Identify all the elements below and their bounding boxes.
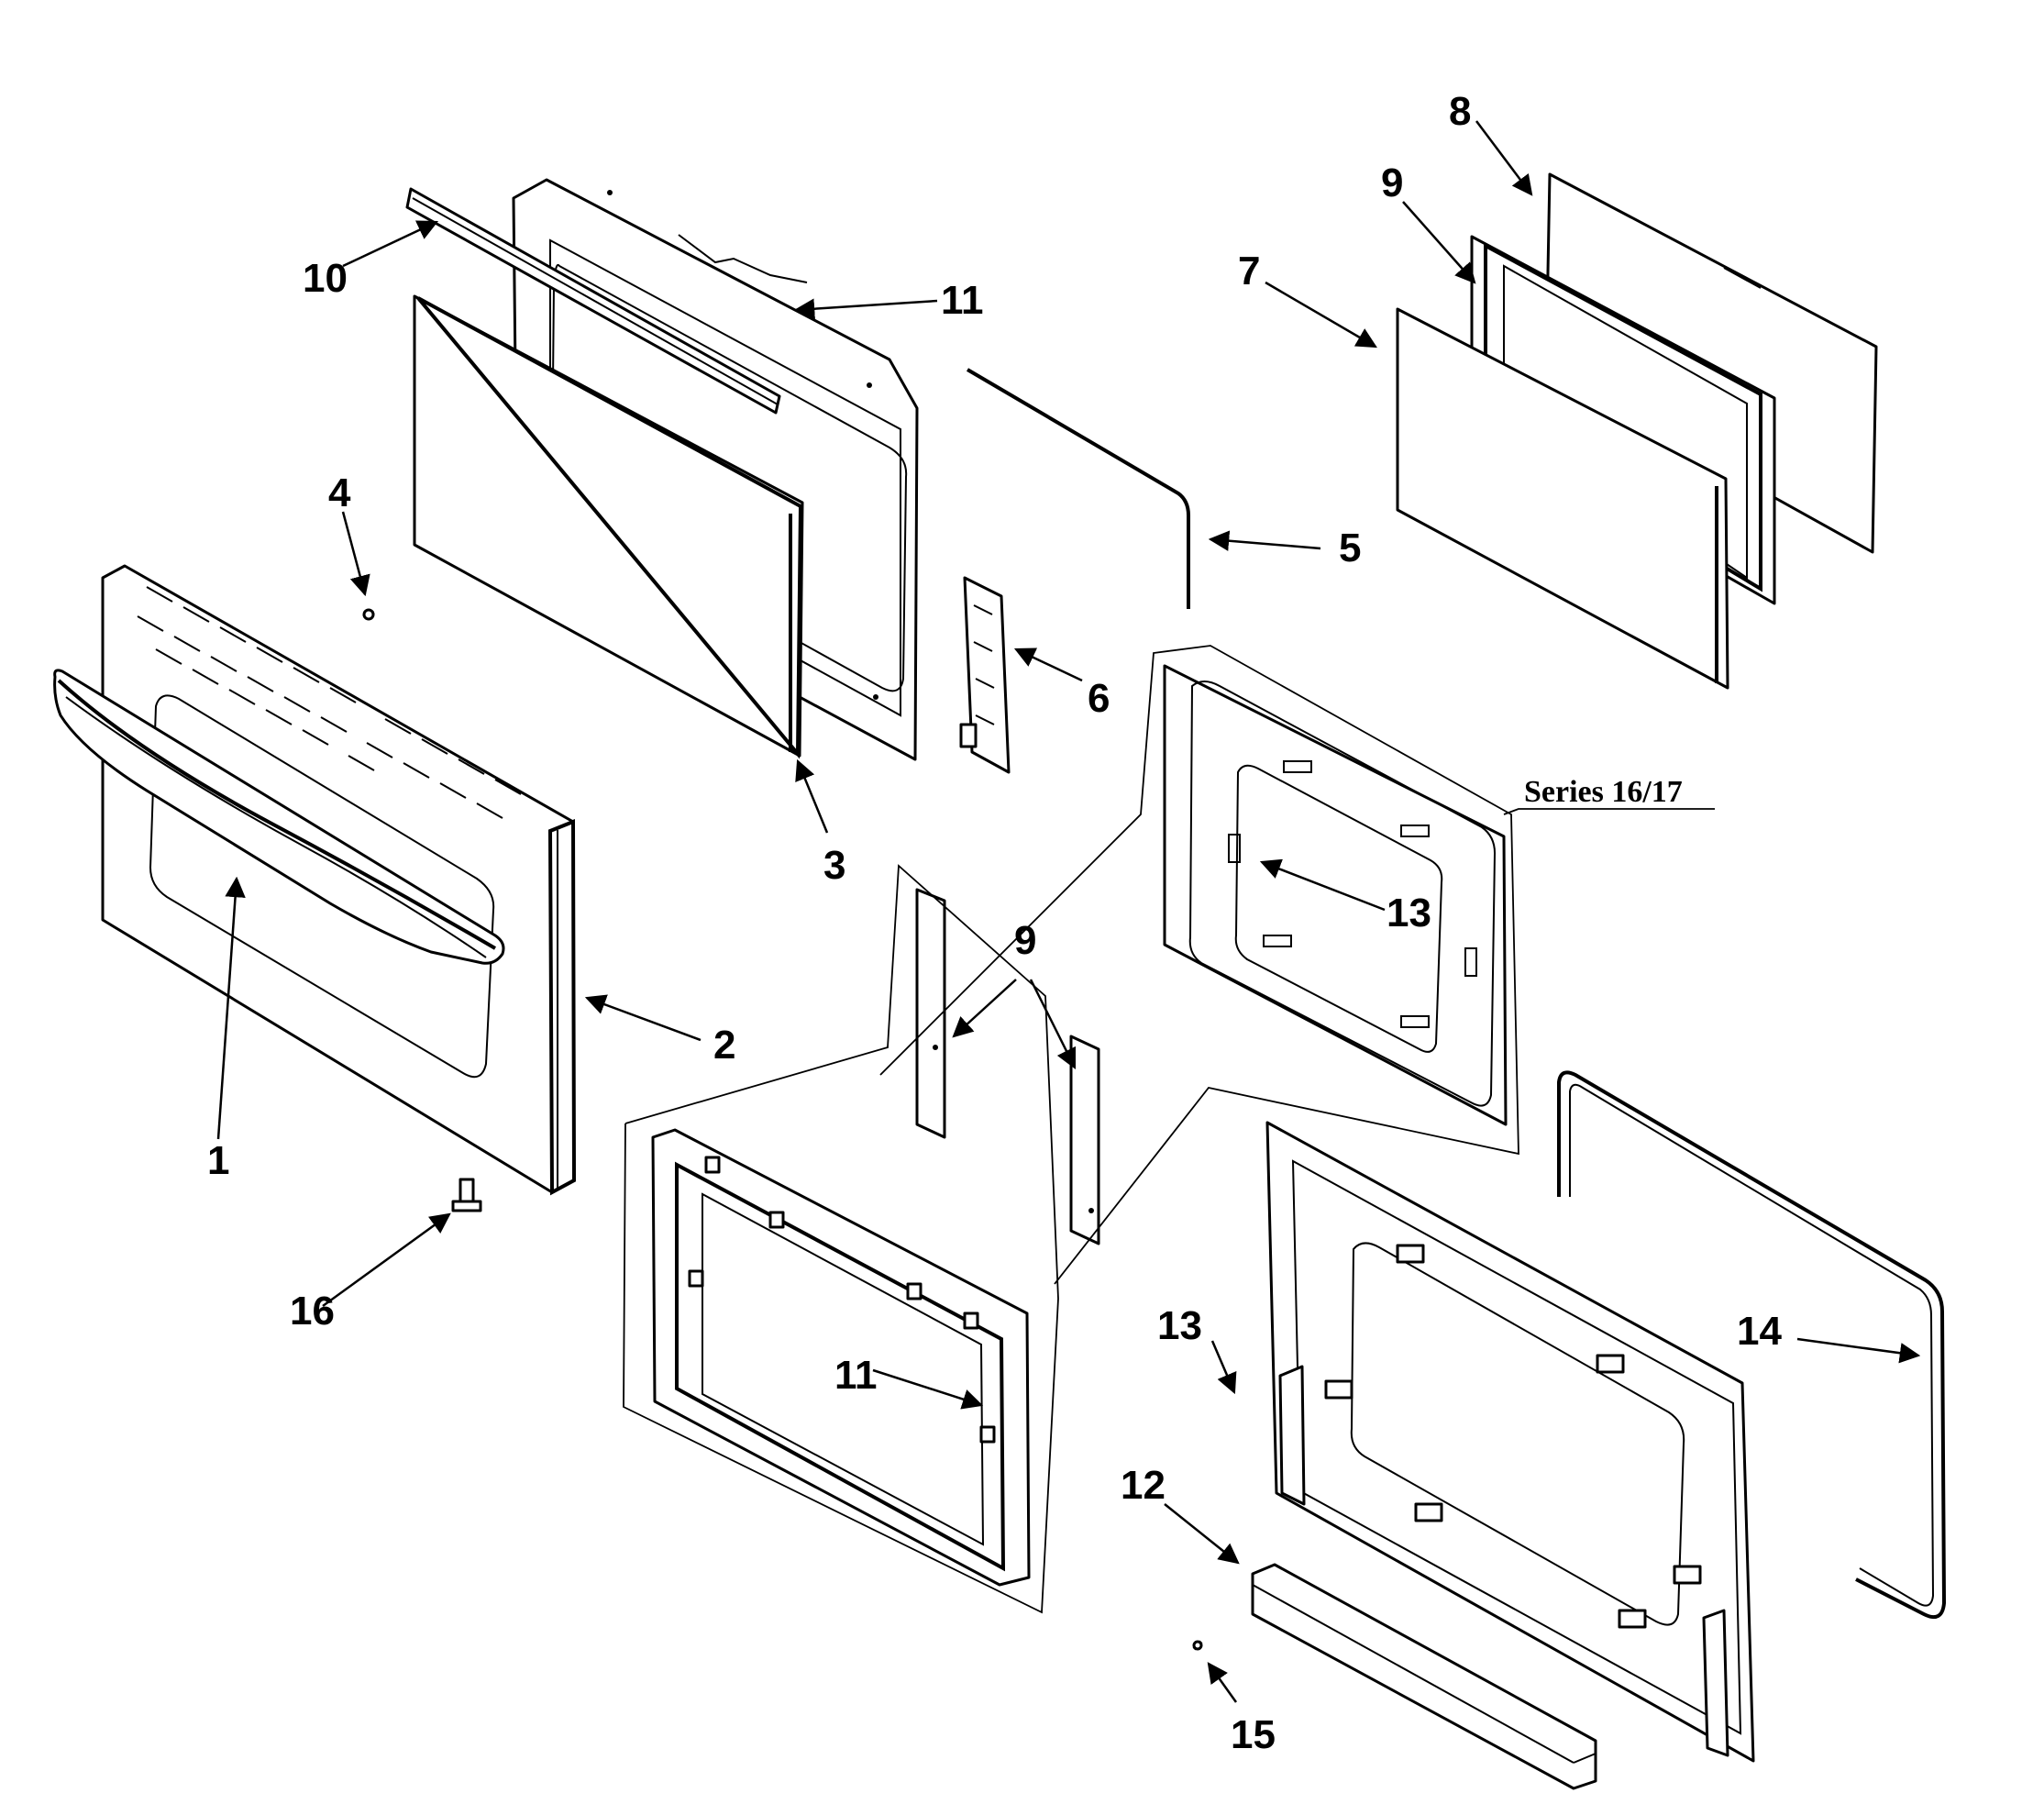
callout-2: 2 [713,1023,735,1068]
callout-9-strips: 9 [1014,918,1036,963]
part-screw-large [451,1178,482,1212]
part-inner-panel-lower [651,1128,1031,1587]
callout-5: 5 [1339,526,1361,570]
vent-slots [137,586,522,819]
part-liner-series-16-17 [1163,664,1508,1126]
group-outline-lower-panel [623,864,1059,1614]
part-side-trim-left [915,888,946,1139]
callout-11-lower: 11 [834,1353,878,1398]
part-wire-gasket [966,368,1190,609]
part-glass-inner [1396,307,1729,690]
part-door-liner [1265,1121,1755,1763]
part-side-trim-right [1069,1035,1100,1245]
part-screw-small [362,608,375,621]
group-series-underline [1503,808,1715,815]
callout-6: 6 [1088,676,1110,721]
callout-8: 8 [1449,89,1471,134]
leader-lines [216,120,1921,1703]
callout-12: 12 [1121,1463,1166,1508]
part-bottom-trim [1251,1563,1597,1790]
series-note: Series 16/17 [1524,775,1683,809]
part-door-gasket [1557,1070,1947,1619]
callout-11-upper: 11 [941,278,984,323]
group-outline-series [879,645,1519,1285]
callout-14: 14 [1737,1309,1782,1354]
part-glass-panel [413,294,804,759]
callout-4: 4 [328,470,351,515]
callout-7: 7 [1238,249,1260,293]
part-door-handle [53,669,505,965]
callout-16: 16 [290,1289,335,1334]
part-top-trim-strip [405,187,781,415]
callout-13-lower: 13 [1157,1303,1202,1348]
part-screw-bottom [1192,1640,1203,1651]
part-hinge-bracket [959,576,1011,774]
callout-9-glass: 9 [1381,160,1403,205]
callout-10: 10 [303,256,348,301]
callout-labels: 1 2 3 4 5 6 7 8 9 9 10 11 11 12 13 13 14… [207,89,1782,1757]
callout-1: 1 [207,1138,229,1183]
callout-3: 3 [823,843,845,888]
callout-15: 15 [1231,1712,1276,1757]
callout-13-series: 13 [1387,891,1431,935]
